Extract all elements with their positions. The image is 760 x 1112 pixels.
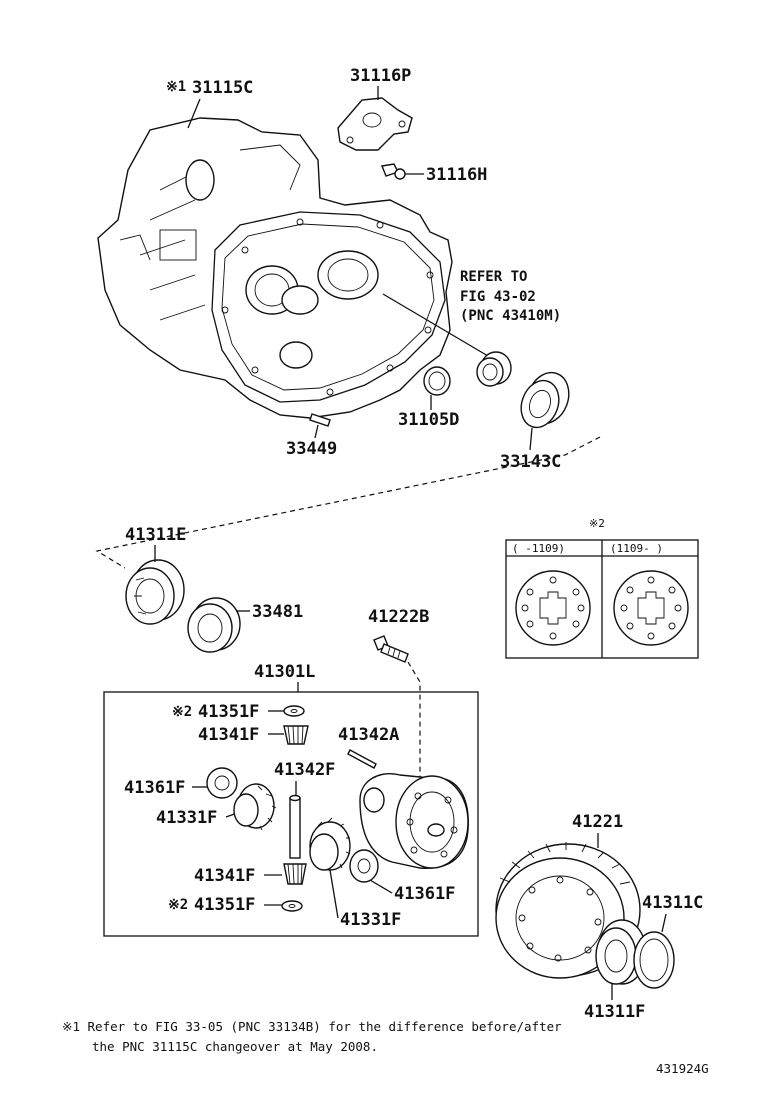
label-31105D[interactable]: 31105D (398, 410, 459, 430)
refer-line-1: REFER TO (460, 269, 527, 285)
label-31116P[interactable]: 31116P (350, 66, 411, 86)
transaxle-case[interactable] (97, 117, 453, 419)
leader-31115C (187, 98, 201, 129)
label-41341F-top[interactable]: 41341F (198, 725, 259, 745)
part-31116H-bolt[interactable] (381, 163, 406, 180)
leader-41361F-right (369, 879, 393, 894)
label-41221[interactable]: 41221 (572, 812, 623, 832)
part-41341F-pinion-bottom[interactable] (283, 863, 307, 885)
part-41341F-pinion-top[interactable] (283, 725, 309, 745)
part-31116P-cover[interactable] (337, 97, 413, 151)
part-41361F-washer-right[interactable] (349, 849, 379, 883)
part-33143C-seal[interactable] (515, 367, 576, 433)
leader-33449 (314, 424, 319, 439)
label-41331F-right[interactable]: 41331F (340, 910, 401, 930)
part-41342A-pin[interactable] (347, 749, 377, 769)
label-41351F-top[interactable]: 41351F (198, 702, 259, 722)
leader-41331F-right (329, 869, 339, 919)
inset-table: ※2 ( -1109) (1109- ) (505, 517, 699, 659)
washer-variant-1[interactable] (515, 570, 591, 646)
leader-refer (382, 293, 489, 357)
label-31116H[interactable]: 31116H (426, 165, 487, 185)
part-41222B-bolt[interactable] (373, 635, 409, 663)
label-41301L[interactable]: 41301L (254, 662, 315, 682)
figure-id: 431924G (656, 1061, 709, 1076)
inset-mark: ※2 (589, 517, 605, 530)
dashed-connector-upper (95, 436, 601, 569)
inset-col2-header: (1109- ) (610, 542, 663, 555)
refer-line-2: FIG 43-02 (460, 289, 536, 305)
label-33481[interactable]: 33481 (252, 602, 303, 622)
part-31105D-seal[interactable] (423, 366, 451, 396)
label-33449[interactable]: 33449 (286, 439, 337, 459)
label-41342A[interactable]: 41342A (338, 725, 399, 745)
part-41342F-shaft[interactable] (289, 794, 301, 859)
footnote-line-1: ※1 Refer to FIG 33-05 (PNC 33134B) for t… (62, 1019, 562, 1034)
label-41351F-bottom[interactable]: 41351F (194, 895, 255, 915)
label-41311E[interactable]: 41311E (125, 525, 186, 545)
part-41361F-washer-left[interactable] (206, 767, 238, 799)
label-41331F-left[interactable]: 41331F (156, 808, 217, 828)
part-33481-seal[interactable] (187, 597, 241, 653)
part-41331F-side-gear-left[interactable] (233, 783, 277, 831)
label-41341F-bottom[interactable]: 41341F (194, 866, 255, 886)
label-41361F-right[interactable]: 41361F (394, 884, 455, 904)
leader-41311C (661, 913, 667, 933)
mark2-top: ※2 (172, 704, 192, 720)
label-41222B[interactable]: 41222B (368, 607, 429, 627)
dashed-connector-bolt (407, 661, 421, 790)
kit-box (103, 691, 479, 937)
refer-line-3[interactable]: (PNC 43410M) (460, 308, 561, 324)
part-41311C-race[interactable] (633, 931, 675, 989)
label-31115C[interactable]: 31115C (192, 78, 253, 98)
label-41311F[interactable]: 41311F (584, 1002, 645, 1022)
inset-col1-header: ( -1109) (512, 542, 565, 555)
part-refer-oil-seal[interactable] (476, 351, 512, 387)
part-41331F-side-gear-right[interactable] (309, 817, 351, 871)
part-41351F-washer-bottom[interactable] (281, 900, 303, 912)
part-41351F-washer-top[interactable] (283, 705, 305, 717)
mark1-symbol: ※1 (166, 79, 186, 95)
washer-variant-2[interactable] (613, 570, 689, 646)
label-41361F-left[interactable]: 41361F (124, 778, 185, 798)
leader-33143C (529, 427, 533, 451)
label-41311C[interactable]: 41311C (642, 893, 703, 913)
part-33449-pin[interactable] (309, 413, 331, 427)
part-differential-case[interactable] (359, 773, 469, 869)
footnote-line-2: the PNC 31115C changeover at May 2008. (92, 1039, 378, 1054)
label-41342F[interactable]: 41342F (274, 760, 335, 780)
part-41311E-bearing[interactable] (125, 559, 185, 625)
mark2-bottom: ※2 (168, 897, 188, 913)
